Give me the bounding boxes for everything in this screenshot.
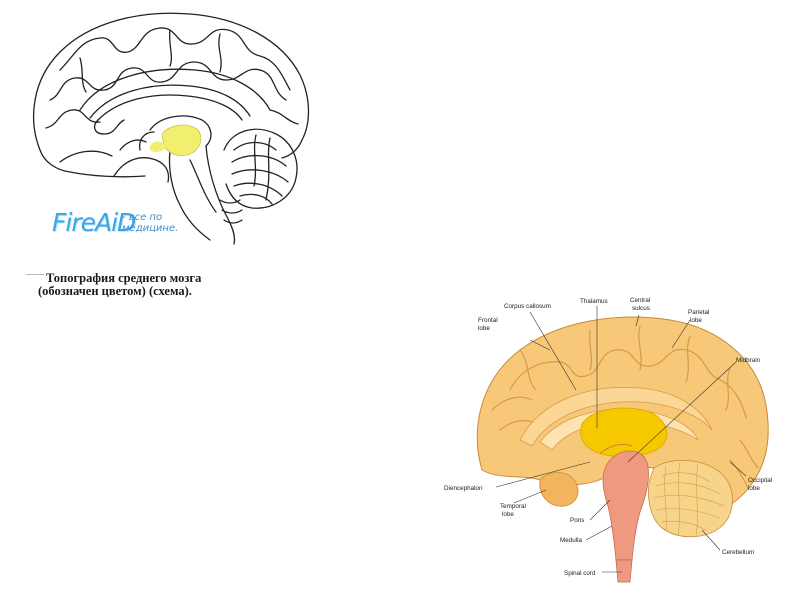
label-central-sulcus-1: Central [630, 297, 650, 304]
labeled-brain-diagram: Corpus callosum Thalamus Central sulcus … [444, 297, 772, 583]
label-pons: Pons [570, 517, 584, 524]
figure-caption: Топография среднего мозга (обозначен цве… [26, 271, 278, 298]
label-medulla: Medulla [560, 537, 583, 544]
label-frontal-lobe-1: Frontal [478, 317, 498, 324]
caption-line-2: (обозначен цветом) (схема). [38, 284, 192, 298]
label-occipital-lobe-2: lobe [748, 485, 760, 492]
label-occipital-lobe-1: Occipital [748, 477, 772, 484]
label-thalamus: Thalamus [580, 298, 608, 305]
label-temporal-lobe-1: Temporal [500, 503, 526, 510]
label-temporal-lobe-2: lobe [502, 511, 514, 518]
left-brain-figure [20, 0, 320, 250]
temporal-lobe-shape [539, 472, 579, 507]
label-corpus-callosum: Corpus callosum [504, 303, 551, 310]
cerebellum-shape [648, 459, 733, 538]
label-parietal-lobe-1: Parietal [688, 309, 709, 316]
watermark-brand: FireAiD [52, 208, 136, 237]
thalamus-shape [580, 407, 668, 458]
caption-dash [26, 274, 44, 275]
right-brain-figure: Corpus callosum Thalamus Central sulcus … [440, 290, 790, 590]
label-cerebellum: Cerebellum [722, 549, 754, 556]
label-frontal-lobe-2: lobe [478, 325, 490, 332]
brainstem-shape [602, 450, 649, 561]
fireaid-watermark: FireAiD - все по медицине. [52, 208, 178, 237]
label-spinal-cord: Spinal cord [564, 570, 596, 577]
label-diencephalon: Diencephalon [444, 485, 483, 492]
label-parietal-lobe-2: lobe [690, 317, 702, 324]
label-central-sulcus-2: sulcus [632, 305, 650, 312]
spinal-cord-shape [615, 559, 633, 583]
watermark-tagline-line1: - все по [122, 212, 163, 223]
caption-line-1: Топография среднего мозга [46, 271, 202, 285]
midbrain-highlight [161, 124, 202, 156]
brain-line-drawing [32, 12, 310, 245]
watermark-tagline: - все по медицине. [122, 212, 202, 234]
watermark-tagline-line2: медицине. [122, 223, 179, 234]
label-midbrain: Midbrain [736, 357, 761, 364]
